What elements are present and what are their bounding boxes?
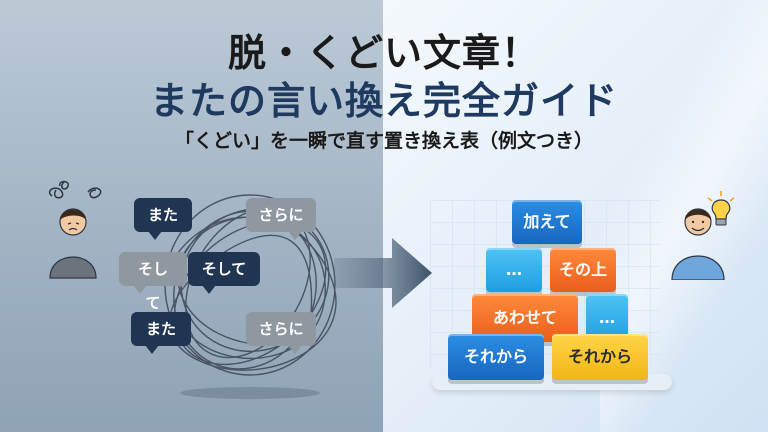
title-line-1: 脱・くどい文章！ [227,31,540,75]
block-sorekara-2: それから [552,334,648,380]
confused-person-icon [48,180,102,279]
word-bubble-soshite-2: そして [188,252,260,294]
word-bubble-sarani-2: さらに [246,312,316,354]
block-sorekara-1: それから [448,334,544,380]
block-ellipsis-1: … [486,248,542,292]
happy-person-icon [671,208,725,280]
block-kuwaete: 加えて [512,200,582,244]
word-bubble-mata-2: また [131,312,191,354]
word-bubble-mata-1: また [134,198,192,240]
lightbulb-icon [707,191,735,226]
subtitle: 「くどい」を一瞬で直す置き換え表（例文つき） [174,130,593,152]
word-bubble-soshite-1: そして [119,252,187,312]
arrow-right-icon [334,238,432,308]
title-line-2: またの言い換え完全ガイド [149,79,618,123]
block-sonoue: その上 [550,248,616,292]
word-bubble-sarani-1: さらに [246,198,316,240]
